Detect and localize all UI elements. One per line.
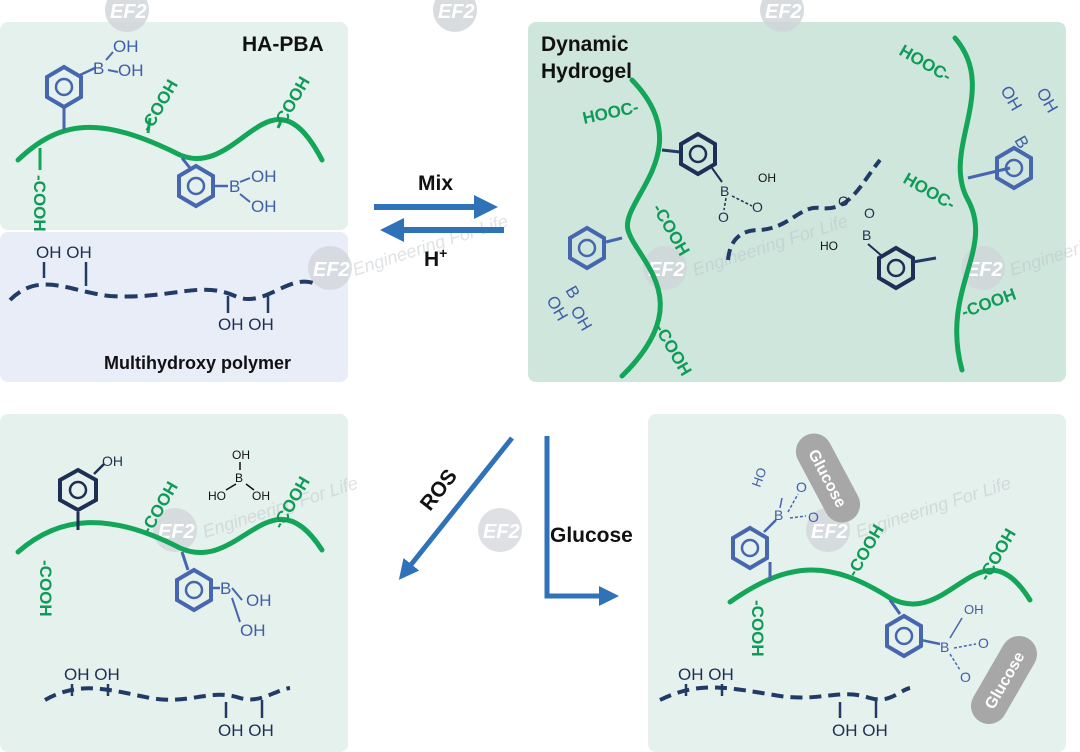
hydroxyl-group: HO [749,466,770,489]
cooh-group: -COOH [30,175,49,232]
watermark: EF2 [760,0,804,32]
phenyl-ring [45,64,83,110]
hydroxyl-pair: OH OH [36,243,92,262]
phenyl-ring [885,613,923,659]
panel-title-ha-pba: HA-PBA [242,33,324,56]
phenyl-ring [877,245,915,291]
svg-text:EF2: EF2 [110,1,147,23]
panel-title-dynamic: Dynamic [541,33,629,56]
watermark: EF2 [105,0,149,32]
hydroxyl-group: HO [208,489,226,503]
svg-text:EF2: EF2 [648,259,685,281]
phenyl-ring [731,525,769,571]
phenyl-ring [568,225,606,271]
panel-ha-pba [0,22,348,230]
mix-reversible-arrows: Mix H+ [374,172,504,271]
watermark: EF2 [433,0,477,32]
hydroxyl-group: OH [964,602,984,617]
phenyl-ring [177,163,215,209]
hydroxyl-group: OH [232,448,250,462]
hydroxyl-group: OH [251,197,277,216]
hydroxyl-group: HO [820,239,838,253]
hydroxyl-group: OH [118,61,144,80]
hydroxyl-group: OH [246,591,272,610]
hydroxyl-group: OH [240,621,266,640]
polyol-chain [8,279,319,302]
acid-label: H+ [424,245,447,271]
boron-atom: B [229,177,240,196]
hydroxyl-pair: OH OH [678,665,734,684]
boron-atom: B [862,227,871,243]
hydroxyl-group: OH [102,453,123,469]
boron-atom: B [720,183,729,199]
glucose-label: Glucose [550,524,633,547]
hydroxyl-pair: OH OH [832,721,888,740]
mix-label: Mix [418,172,453,195]
svg-text:EF2: EF2 [483,521,520,543]
panel-title-multihydroxy: Multihydroxy polymer [104,353,291,373]
multihydroxy-polymer-structure: OH OH OH OH Multihydroxy polymer [8,243,319,373]
polyol-chain [726,158,882,261]
polyol-chain [44,686,291,702]
svg-text:EF2: EF2 [765,1,802,23]
oxygen-atom: O [752,199,763,215]
cooh-group: -COOH [748,600,767,657]
svg-text:EF2: EF2 [158,521,195,543]
glucose-arrow-group: Glucose [544,436,633,606]
oxygen-atom: O [978,635,989,651]
glucose-arrow [544,436,619,606]
oxygen-atom: O [838,193,849,209]
hydroxyl-group: OH [113,37,139,56]
phenyl-ring [679,131,717,177]
watermark: EF2 [478,508,522,552]
boron-atom: B [93,59,104,78]
panel-dynamic-hydrogel [528,22,1066,382]
hyaluronic-acid-chain [619,77,663,379]
hydroxyl-pair: OH OH [218,721,274,740]
oxygen-atom: O [864,205,875,221]
hyaluronic-acid-chain [952,35,979,373]
svg-text:EF2: EF2 [438,1,475,23]
ros-arrow-group: ROS [398,436,514,580]
phenol-ring [58,467,98,513]
boron-atom: B [774,507,783,523]
svg-text:EF2: EF2 [313,259,350,281]
oxygen-atom: O [718,209,729,225]
boron-atom: B [235,471,243,485]
svg-text:EF2: EF2 [966,259,1003,281]
polyol-chain [659,685,911,702]
hydroxyl-group: OH [758,171,776,185]
oxygen-atom: O [960,669,971,685]
boron-atom: B [220,579,231,598]
panel-ros-product [0,414,348,752]
hydroxyl-pair: OH OH [218,315,274,334]
cooh-group: -COOH [36,560,55,617]
svg-text:EF2: EF2 [811,521,848,543]
hyaluronic-acid-chain [727,567,1033,607]
ros-arrow [398,436,514,580]
phenyl-ring [175,567,213,613]
oxygen-atom: O [808,509,819,525]
hyaluronic-acid-chain [15,516,325,556]
hydroxyl-group: OH [251,167,277,186]
phenyl-ring [995,145,1033,191]
oxygen-atom: O [796,479,807,495]
boron-atom: B [940,639,949,655]
hydroxyl-pair: OH OH [64,665,120,684]
hydroxyl-group: OH [252,489,270,503]
panel-title-hydrogel: Hydrogel [541,60,632,83]
